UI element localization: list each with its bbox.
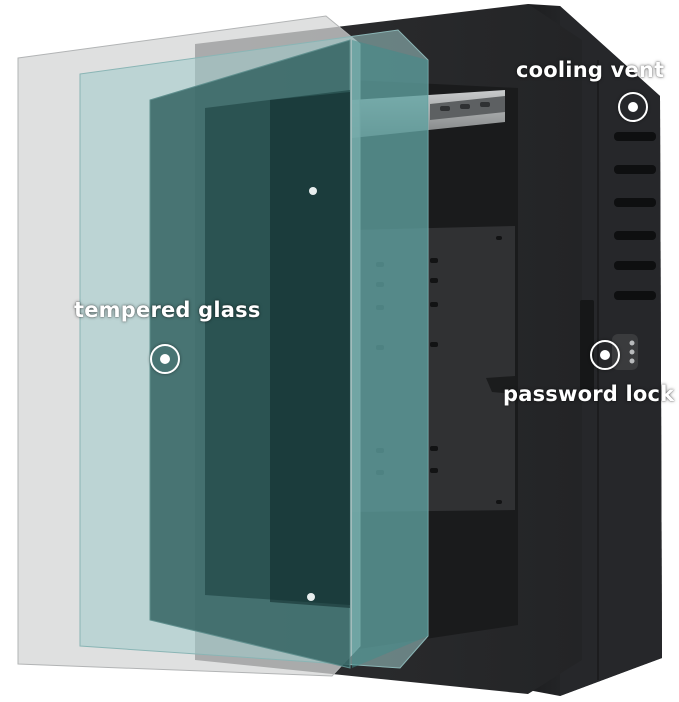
cooling-vent-label: cooling vent bbox=[516, 58, 665, 82]
target-marker-icon bbox=[590, 340, 620, 370]
target-marker-icon bbox=[618, 92, 648, 122]
glass-panel-dark bbox=[149, 39, 428, 669]
target-marker-icon bbox=[150, 344, 180, 374]
cooling-vent-slots bbox=[614, 132, 656, 300]
tempered-glass-label: tempered glass bbox=[74, 298, 261, 322]
password-lock-label: password lock bbox=[503, 382, 675, 406]
